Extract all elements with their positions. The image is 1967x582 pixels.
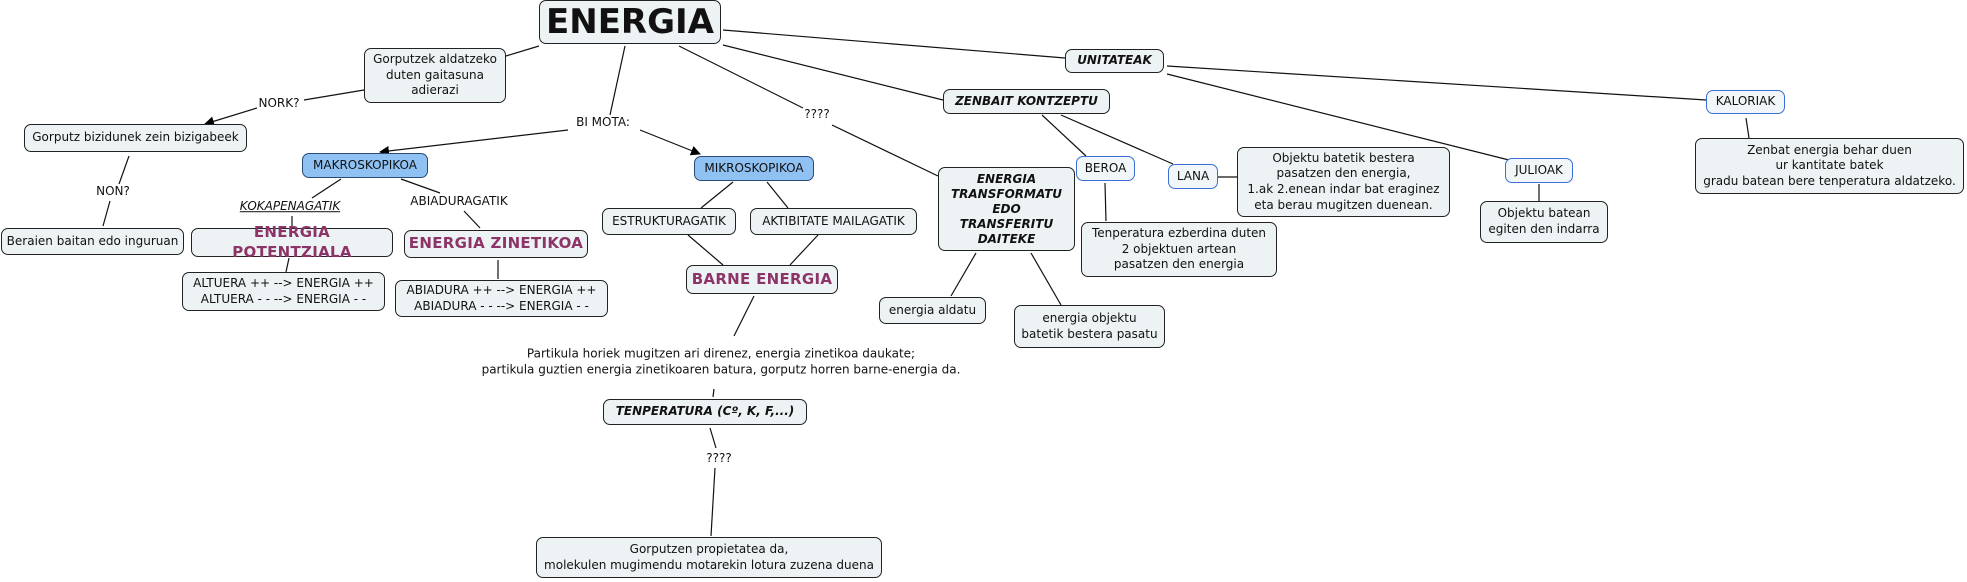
link-label-bi-mota: BI MOTA: bbox=[576, 115, 630, 131]
link bbox=[687, 234, 724, 266]
link bbox=[285, 257, 290, 273]
node-who[interactable]: Gorputz bizidunek zein bizigabeek bbox=[24, 124, 247, 152]
link bbox=[400, 178, 441, 194]
node-temperature[interactable]: TENPERATURA (Cº, K, F,...) bbox=[603, 399, 807, 425]
link-label-non: NON? bbox=[96, 184, 130, 200]
link bbox=[311, 178, 342, 199]
node-microscopic[interactable]: MIKROSKOPIKOA bbox=[694, 156, 814, 181]
link bbox=[1745, 117, 1750, 139]
link bbox=[303, 89, 365, 101]
node-heat[interactable]: BEROA bbox=[1076, 156, 1135, 181]
link bbox=[609, 45, 626, 116]
link bbox=[950, 252, 977, 297]
link bbox=[1166, 65, 1707, 101]
node-heat-definition[interactable]: Tenperatura ezberdina duten 2 objektuen … bbox=[1081, 222, 1277, 277]
link bbox=[1030, 252, 1062, 306]
node-energy-transferred[interactable]: energia objektu batetik bestera pasatu bbox=[1014, 305, 1165, 348]
node-calories-definition[interactable]: Zenbat energia behar duen ur kantitate b… bbox=[1695, 138, 1964, 194]
node-work[interactable]: LANA bbox=[1168, 164, 1218, 189]
link-label-nork: NORK? bbox=[258, 96, 300, 112]
link-arrow bbox=[379, 129, 569, 156]
link-arrow bbox=[204, 107, 258, 127]
link bbox=[102, 200, 111, 227]
link bbox=[463, 210, 481, 229]
link bbox=[831, 124, 939, 177]
node-calories[interactable]: KALORIAK bbox=[1706, 90, 1785, 114]
link-label-kokapenagatik: KOKAPENAGATIK bbox=[239, 199, 341, 215]
link bbox=[505, 45, 540, 57]
link-arrow bbox=[639, 129, 701, 156]
link-label-question-upper: ???? bbox=[804, 107, 830, 123]
node-temperature-definition[interactable]: Gorputzen propietatea da, molekulen mugi… bbox=[536, 537, 882, 578]
node-internal-energy[interactable]: BARNE ENERGIA bbox=[686, 265, 838, 294]
node-work-definition[interactable]: Objektu batetik bestera pasatzen den ene… bbox=[1237, 147, 1450, 217]
link bbox=[766, 181, 789, 209]
link bbox=[722, 29, 1066, 59]
link bbox=[678, 45, 804, 109]
node-potential-energy[interactable]: ENERGIA POTENTZIALA bbox=[191, 223, 393, 261]
node-joules-definition[interactable]: Objektu batean egiten den indarra bbox=[1480, 201, 1608, 243]
link bbox=[1104, 182, 1107, 222]
node-macroscopic[interactable]: MAKROSKOPIKOA bbox=[302, 153, 428, 178]
link bbox=[1041, 114, 1087, 157]
node-speed-rule[interactable]: ABIADURA ++ --> ENERGIA ++ ABIADURA - - … bbox=[395, 280, 608, 317]
link bbox=[733, 295, 755, 337]
node-where[interactable]: Beraien baitan edo inguruan bbox=[1, 228, 184, 255]
node-energy-changed[interactable]: energia aldatu bbox=[879, 297, 986, 324]
node-definition[interactable]: Gorputzek aldatzeko duten gaitasuna adie… bbox=[364, 48, 506, 103]
node-kinetic-energy[interactable]: ENERGIA ZINETIKOA bbox=[404, 230, 588, 258]
link bbox=[712, 388, 715, 398]
node-units[interactable]: UNITATEAK bbox=[1065, 49, 1164, 73]
link bbox=[789, 234, 819, 266]
link bbox=[700, 181, 734, 209]
link bbox=[710, 467, 716, 537]
node-joules[interactable]: JULIOAK bbox=[1505, 158, 1573, 183]
root-node-energia[interactable]: ENERGIA bbox=[539, 0, 721, 44]
node-activity[interactable]: AKTIBITATE MAILAGATIK bbox=[750, 208, 917, 235]
node-height-rule[interactable]: ALTUERA ++ --> ENERGIA ++ ALTUERA - - --… bbox=[182, 272, 385, 311]
link bbox=[1166, 73, 1510, 161]
link bbox=[1060, 114, 1174, 165]
node-transform[interactable]: ENERGIA TRANSFORMATU EDO TRANSFERITU DAI… bbox=[938, 167, 1075, 251]
node-some-concepts[interactable]: ZENBAIT KONTZEPTU bbox=[943, 89, 1110, 114]
particles-explanation: Partikula horiek mugitzen ari direnez, e… bbox=[481, 346, 961, 378]
node-structure[interactable]: ESTRUKTURAGATIK bbox=[602, 208, 736, 235]
link-label-abiaduragatik: ABIADURAGATIK bbox=[410, 194, 508, 210]
link bbox=[709, 427, 717, 449]
link bbox=[118, 155, 130, 185]
link-label-question-lower: ???? bbox=[706, 451, 732, 467]
link bbox=[722, 44, 944, 101]
